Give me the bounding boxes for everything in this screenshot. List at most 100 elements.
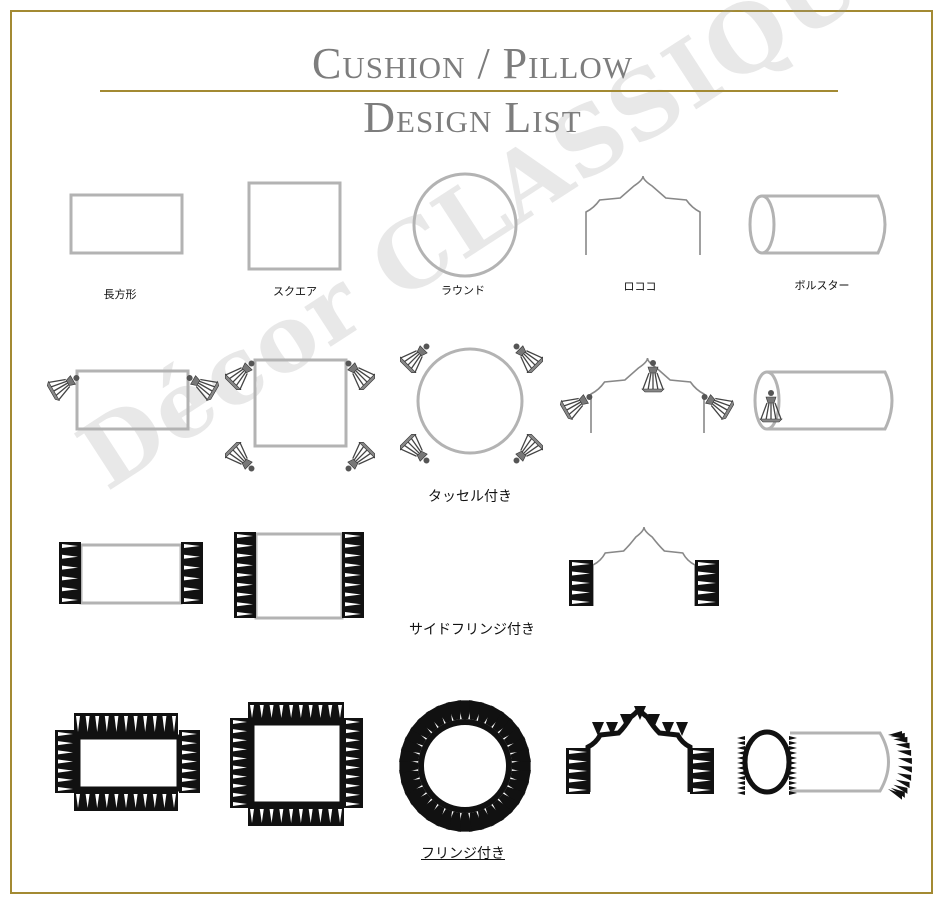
- fringe-bolster-end: [742, 729, 792, 795]
- fringe-tassel: [404, 726, 427, 746]
- fringe-tassel: [399, 758, 419, 774]
- side-fringe-right: [342, 532, 364, 618]
- fringe-tassel: [897, 758, 912, 765]
- tassel-icon: [46, 375, 80, 402]
- fringe-left: [566, 748, 590, 794]
- fringe-tassel: [435, 701, 453, 724]
- fringe-tassel: [897, 749, 912, 756]
- fringe-tassel: [457, 812, 473, 832]
- fringe-tassel: [469, 811, 484, 832]
- fringe-tassel: [737, 781, 797, 785]
- fringe-tassel: [507, 778, 530, 796]
- page-title-line-2: Design List: [363, 93, 582, 142]
- fringe-tassel: [492, 799, 513, 821]
- label-bolster: ボルスター: [794, 279, 850, 292]
- side-fringe-rectangle: [79, 543, 183, 605]
- fringe-tassel: [737, 736, 797, 740]
- tassel-icon: [641, 360, 665, 393]
- fringe-tassel: [897, 773, 912, 781]
- shape-bolster: [762, 194, 887, 255]
- title-divider: [100, 90, 838, 92]
- fringe-tassel: [485, 705, 505, 728]
- fringe-rectangle: [75, 734, 182, 792]
- fringe-tassel: [620, 714, 632, 728]
- tassel-bolster-end: [753, 370, 781, 431]
- fringe-tassel: [511, 758, 531, 774]
- fringe-tassel: [492, 711, 513, 733]
- fringe-tassel: [410, 793, 432, 814]
- fringe-tassel: [606, 722, 618, 736]
- tassel-bolster: [767, 370, 894, 431]
- side-fringe-left: [234, 532, 256, 618]
- fringe-square: [249, 720, 345, 807]
- shape-rectangle: [69, 193, 184, 255]
- side-fringe-square: [254, 532, 344, 620]
- label-fringe: フリンジ付き: [421, 846, 505, 862]
- fringe-tassel: [417, 711, 438, 733]
- side-fringe-right: [181, 542, 203, 604]
- fringe-tassel: [400, 736, 423, 754]
- fringe-rococo: [585, 706, 693, 792]
- fringe-bottom: [74, 791, 178, 811]
- fringe-tassel: [446, 811, 461, 832]
- fringe-tassel: [648, 714, 660, 728]
- label-rectangle: 長方形: [103, 288, 137, 301]
- tassel-icon: [759, 390, 783, 423]
- tassel-icon: [345, 442, 375, 472]
- fringe-tassel: [469, 700, 484, 721]
- label-rococo: ロココ: [623, 280, 657, 293]
- fringe-tassel: [498, 718, 520, 739]
- tassel-rococo: [590, 357, 705, 433]
- shape-square: [247, 181, 342, 271]
- fringe-top: [248, 702, 344, 721]
- fringe-tassel: [446, 700, 461, 721]
- label-side-fringe: サイドフリンジ付き: [409, 622, 535, 638]
- fringe-tassel: [410, 718, 432, 739]
- fringe-bolster: [790, 731, 890, 793]
- fringe-round: [418, 719, 512, 813]
- fringe-top: [74, 713, 178, 735]
- fringe-tassel: [897, 765, 912, 773]
- side-fringe-rococo: [592, 526, 696, 606]
- tassel-icon: [186, 375, 220, 402]
- shape-rococo: [585, 175, 701, 255]
- fringe-tassel: [510, 747, 531, 762]
- tassel-icon: [701, 394, 735, 421]
- fringe-tassel: [592, 722, 604, 736]
- shape-bolster-end: [748, 194, 776, 255]
- page-border: [10, 10, 933, 894]
- fringe-left: [230, 718, 250, 808]
- fringe-tassel: [890, 732, 905, 739]
- fringe-tassel: [400, 778, 423, 796]
- fringe-tassel: [457, 700, 473, 720]
- tassel-rectangle: [75, 369, 190, 431]
- fringe-tassel: [477, 808, 495, 831]
- fringe-right: [690, 748, 714, 794]
- fringe-bottom: [248, 806, 344, 826]
- fringe-tassel: [737, 786, 797, 790]
- shape-round: [412, 172, 518, 278]
- fringe-tassel: [888, 789, 902, 800]
- fringe-tassel: [498, 793, 520, 814]
- fringe-left: [55, 730, 76, 793]
- tassel-icon: [513, 343, 543, 373]
- fringe-tassel: [737, 741, 797, 745]
- label-square: スクエア: [273, 285, 317, 298]
- tassel-icon: [400, 434, 430, 464]
- page-title-line-1: Cushion / Pillow: [312, 39, 633, 88]
- label-tassel: タッセル付き: [428, 489, 512, 505]
- side-fringe-left: [59, 542, 81, 604]
- label-round: ラウンド: [441, 284, 485, 297]
- fringe-tassel: [435, 808, 453, 831]
- tassel-icon: [345, 360, 375, 390]
- tassel-square: [253, 358, 348, 448]
- side-fringe-left: [569, 560, 593, 606]
- fringe-tassel: [895, 779, 910, 789]
- fringe-tassel: [477, 701, 495, 724]
- tassel-round: [416, 347, 524, 455]
- fringe-right: [343, 718, 363, 808]
- fringe-right: [179, 730, 200, 793]
- fringe-tassel: [676, 722, 688, 736]
- tassel-icon: [513, 434, 543, 464]
